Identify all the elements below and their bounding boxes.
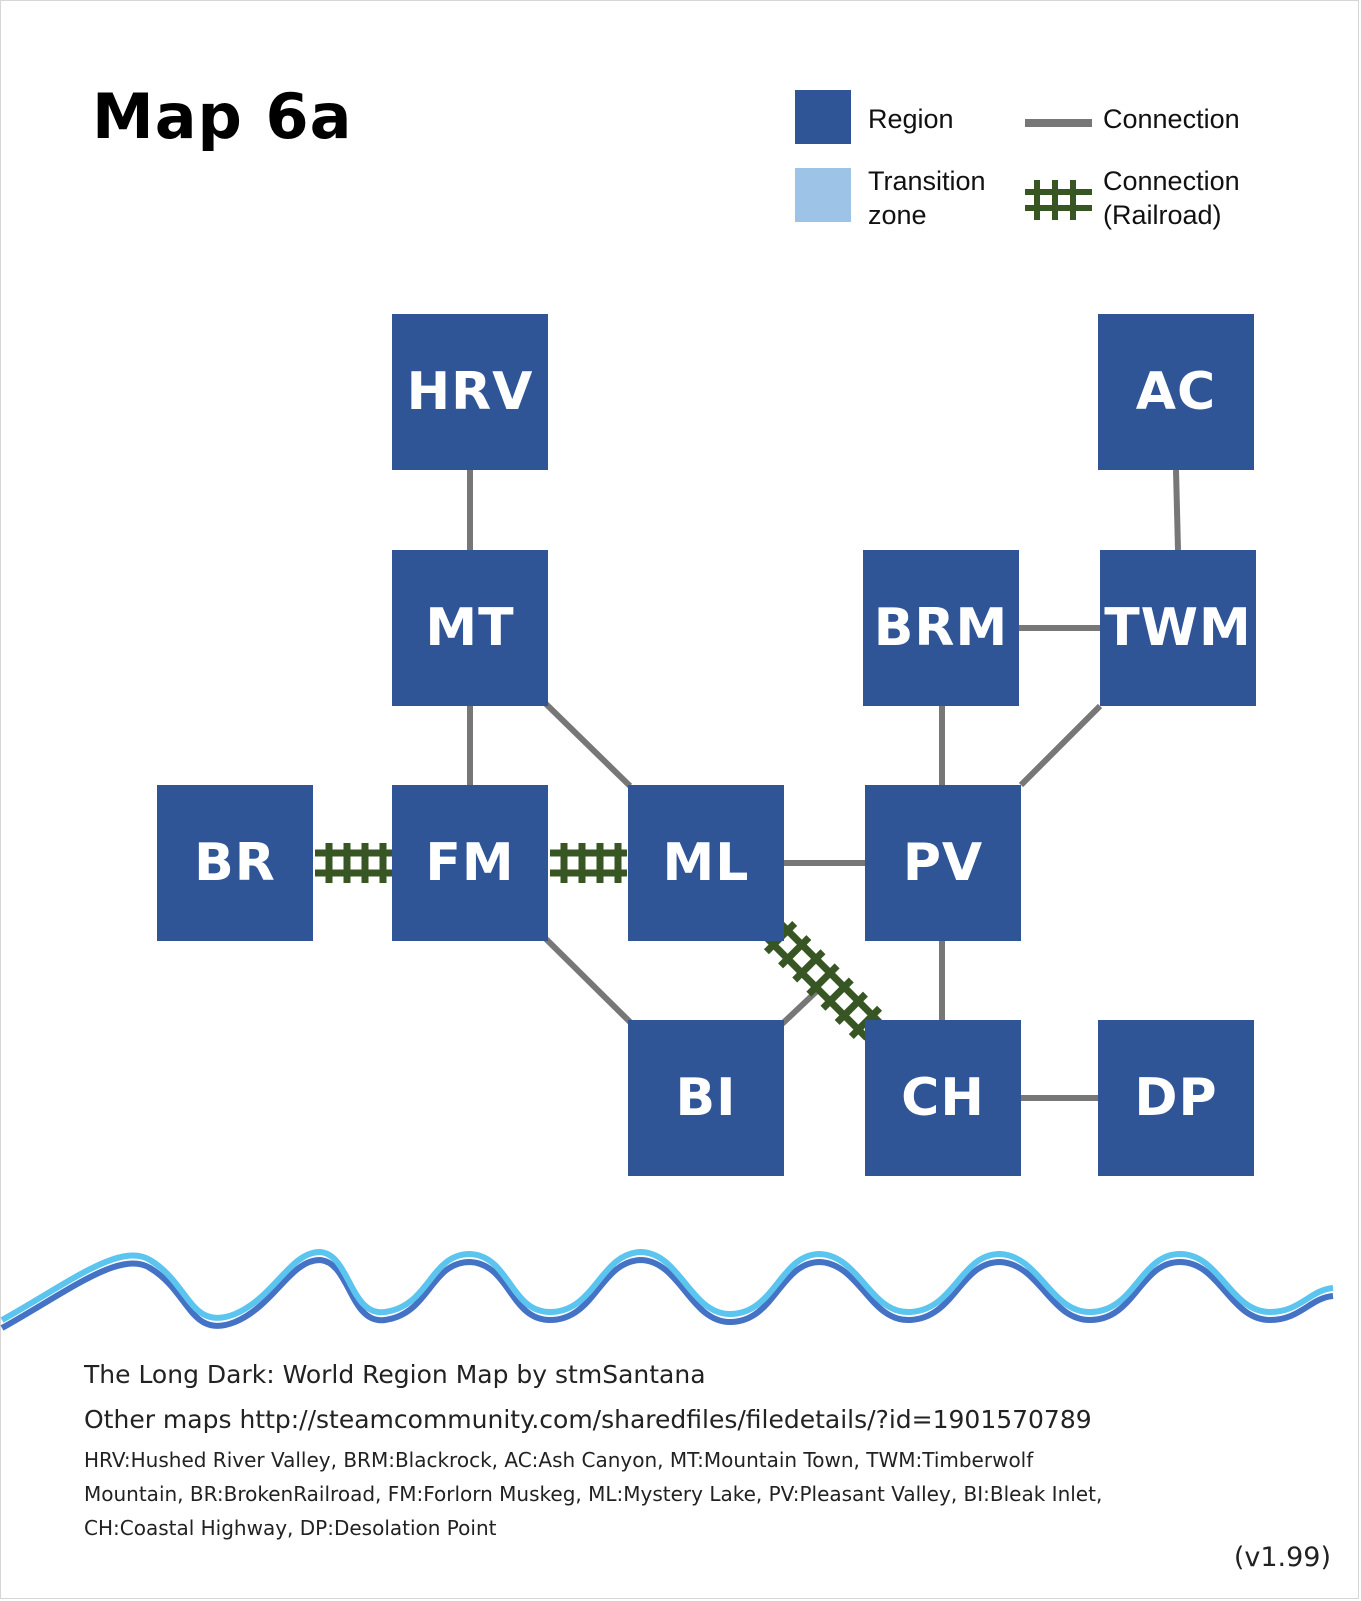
legend-railroad-line2: (Railroad) xyxy=(1103,200,1222,230)
region-fm: FM xyxy=(392,785,548,941)
legend-region-label: Region xyxy=(868,104,954,134)
map-title: Map 6a xyxy=(92,80,353,153)
connection-fm-bi xyxy=(542,935,633,1025)
connection-twm-pv xyxy=(1018,703,1103,788)
region-br: BR xyxy=(157,785,313,941)
region-ch: CH xyxy=(865,1020,1021,1176)
footer-link: Other maps http://steamcommunity.com/sha… xyxy=(84,1405,1092,1434)
region-ml: ML xyxy=(628,785,784,941)
version-label: (v1.99) xyxy=(1233,1542,1331,1573)
region-ac: AC xyxy=(1098,314,1254,470)
legend-region-swatch xyxy=(795,90,851,144)
legend-railroad-line1: Connection xyxy=(1103,166,1240,196)
wave-dark xyxy=(0,1256,1334,1331)
wave-light xyxy=(0,1248,1334,1323)
legend-connection-label: Connection xyxy=(1103,104,1240,134)
region-twm: TWM xyxy=(1100,550,1256,706)
legend-transition-label: Transition zone xyxy=(868,164,986,232)
connection-mt-ml xyxy=(542,700,633,789)
region-dp: DP xyxy=(1098,1020,1254,1176)
legend-transition-line1: Transition xyxy=(868,166,986,196)
region-pv: PV xyxy=(865,785,1021,941)
railroad-br-fm xyxy=(315,843,392,883)
region-hrv: HRV xyxy=(392,314,548,470)
railroad-fm-ml xyxy=(550,843,627,883)
legend-railroad-label: Connection (Railroad) xyxy=(1103,164,1240,232)
railroad-ml-ch xyxy=(762,919,884,1041)
footer-credit: The Long Dark: World Region Map by stmSa… xyxy=(84,1360,706,1389)
region-mt: MT xyxy=(392,550,548,706)
region-bi: BI xyxy=(628,1020,784,1176)
connection-ac-twm xyxy=(1173,469,1181,551)
legend-transition-swatch xyxy=(795,168,851,222)
footer-abbreviations: HRV:Hushed River Valley, BRM:Blackrock, … xyxy=(84,1448,1103,1540)
legend-transition-line2: zone xyxy=(868,200,927,230)
legend-railroad-icon xyxy=(1025,180,1092,220)
region-brm: BRM xyxy=(863,550,1019,706)
